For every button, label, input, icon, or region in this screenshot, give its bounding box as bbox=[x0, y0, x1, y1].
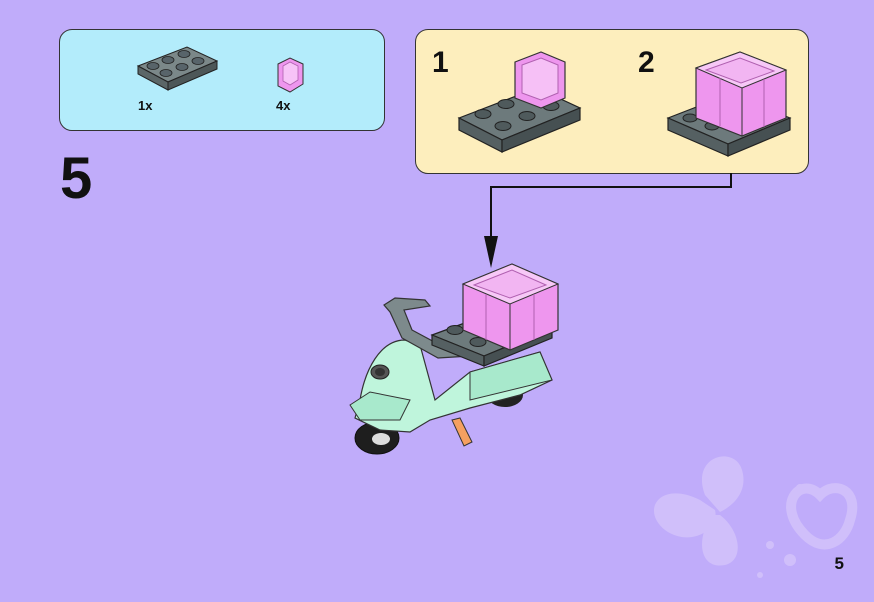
parts-list-box bbox=[59, 29, 385, 131]
page-number: 5 bbox=[834, 554, 844, 573]
step-number: 5 bbox=[60, 146, 93, 211]
sub-step-number-2: 2 bbox=[638, 46, 655, 79]
part-quantity-plate: 1x bbox=[138, 98, 153, 113]
part-quantity-panel: 4x bbox=[276, 98, 291, 113]
sub-step-number-1: 1 bbox=[432, 46, 449, 79]
